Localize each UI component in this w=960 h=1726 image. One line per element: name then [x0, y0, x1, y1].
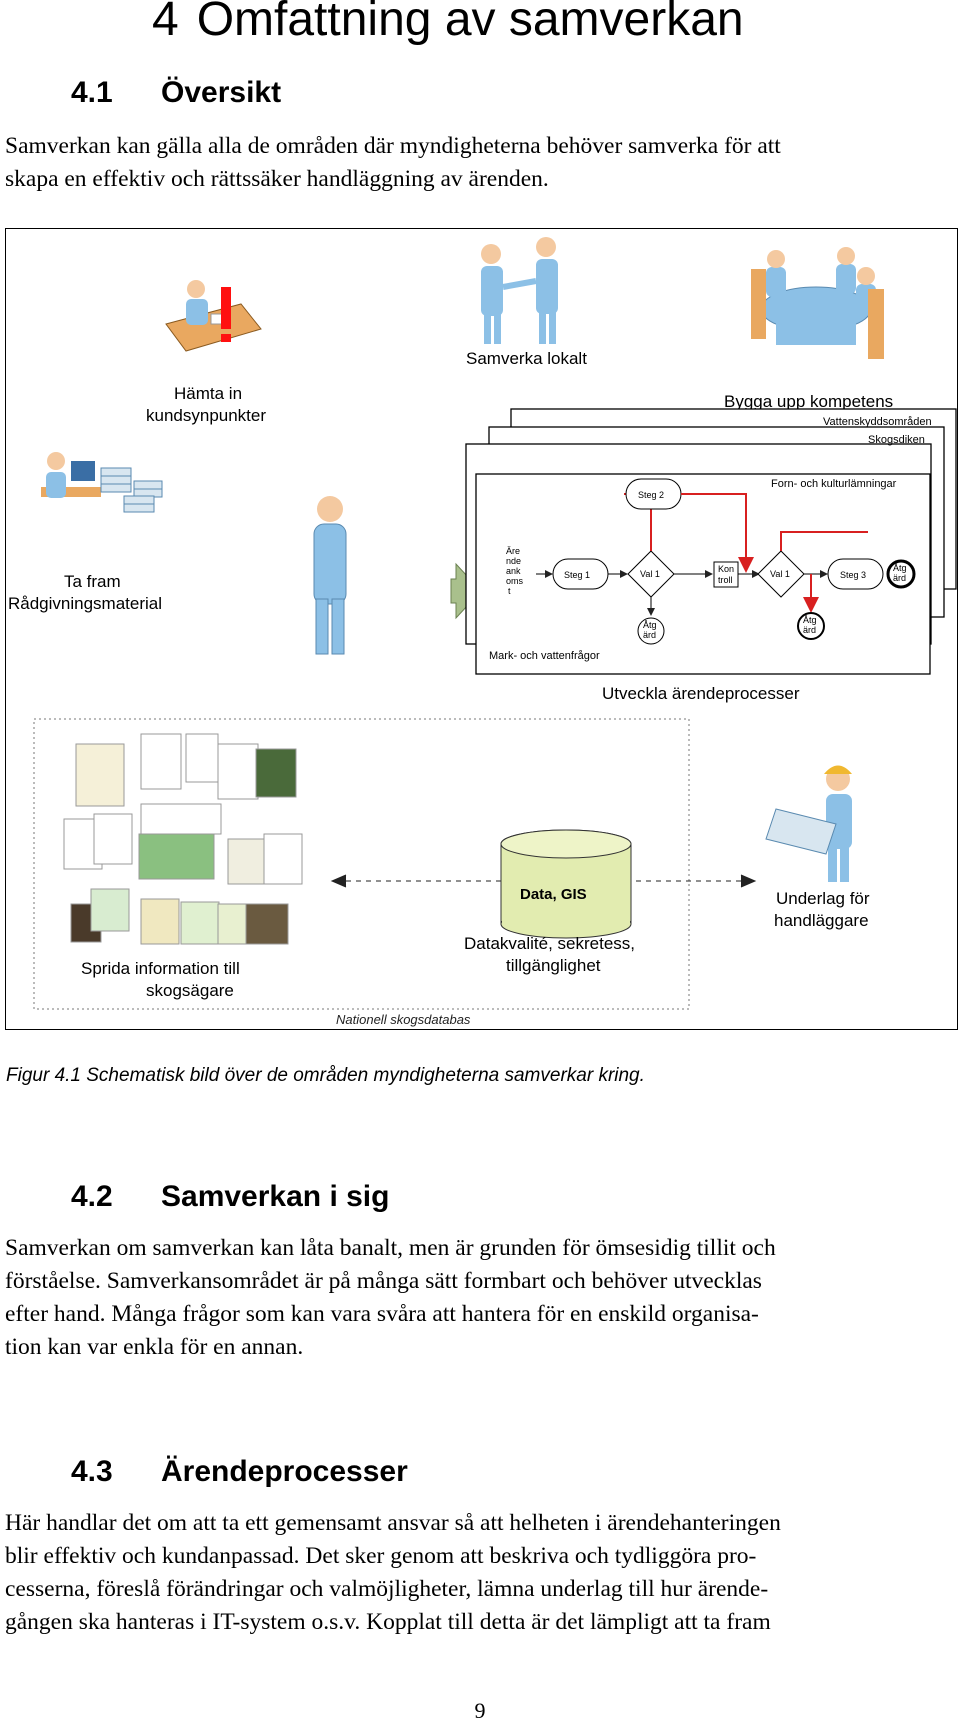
label-vattenskydd: Vattenskyddsområden	[823, 416, 932, 428]
paragraph-line: gången ska hanteras i IT-system o.s.v. K…	[5, 1609, 771, 1635]
label-hamta: kundsynpunkter	[146, 406, 266, 425]
label-atgard: ärd	[803, 625, 816, 635]
chapter-title: Omfattning av samverkan	[196, 0, 744, 46]
label-kontroll: troll	[718, 575, 733, 585]
paragraph-line: skapa en effektiv och rättssäker handläg…	[5, 166, 549, 192]
label-utveckla: Utveckla ärendeprocesser	[602, 684, 800, 703]
label-bygga: Bygga upp kompetens	[724, 392, 893, 411]
label-data-gis: Data, GIS	[520, 886, 587, 903]
label-ta-fram: Ta fram	[64, 572, 121, 591]
label-steg3: Steg 3	[840, 570, 866, 580]
label-atgard: Åtg	[803, 615, 817, 625]
label-kontroll: Kon	[718, 564, 734, 574]
desk-person-icon	[165, 280, 262, 352]
section-paragraph: Här handlar det om att ta ett gemensamt …	[5, 1507, 955, 1639]
end-node	[797, 612, 825, 640]
chapter-number: 4	[152, 0, 179, 46]
label-sprida: Sprida information till	[81, 959, 240, 978]
section-heading: 4.2 Samverkan i sig	[71, 1180, 389, 1214]
section-title: Samverkan i sig	[161, 1180, 390, 1213]
label-arende: ank	[506, 566, 521, 576]
label-steg1: Steg 1	[564, 570, 590, 580]
control-node	[713, 561, 739, 588]
label-hamta: Hämta in	[174, 384, 242, 403]
decision-node	[757, 550, 805, 598]
label-atgard: Åtg	[643, 620, 657, 630]
label-samverka: Samverka lokalt	[466, 349, 587, 368]
section-number: 4.1	[71, 76, 113, 109]
end-node	[886, 559, 916, 589]
exclamation-icon	[221, 287, 231, 329]
paragraph-line: cesserna, föreslå förändringar och valmö…	[5, 1576, 769, 1602]
section-number: 4.3	[71, 1455, 113, 1488]
paragraph-line: efter hand. Många frågor som kan vara sv…	[5, 1301, 759, 1327]
label-atgard: ärd	[893, 573, 906, 583]
label-mark-vatten: Mark- och vattenfrågor	[489, 650, 600, 662]
database-frame	[33, 718, 690, 1010]
section-heading: 4.3 Ärendeprocesser	[71, 1455, 408, 1489]
computer-person-icon	[41, 452, 163, 513]
paragraph-line: blir effektiv och kundanpassad. Det sker…	[5, 1543, 757, 1569]
section-title: Ärendeprocesser	[161, 1455, 408, 1488]
label-datakvalite: tillgänglighet	[506, 956, 601, 975]
paragraph-line: Här handlar det om att ta ett gemensamt …	[5, 1510, 781, 1536]
chapter-heading: 4 Omfattning av samverkan	[152, 0, 744, 47]
label-underlag: Underlag för	[776, 889, 870, 908]
database-icon	[500, 829, 632, 939]
standing-person-icon	[313, 496, 347, 655]
label-atgard: ärd	[643, 630, 656, 640]
paragraph-line: Samverkan kan gälla alla de områden där …	[5, 133, 781, 159]
label-arende: t	[508, 586, 511, 596]
figure-schematic: Hämta in kundsynpunkter Samverka lokalt …	[5, 228, 958, 1030]
flowchart: Äre nde ank oms t Steg 1 Val 1 Steg 2 Ko…	[506, 478, 916, 645]
section-number: 4.2	[71, 1180, 113, 1213]
label-fornlamningar: Forn- och kulturlämningar	[771, 478, 897, 490]
paragraph-line: förståelse. Samverkansområdet är på mång…	[5, 1268, 762, 1294]
label-arende: Äre	[506, 546, 520, 556]
engineer-icon	[765, 765, 852, 882]
label-ta-fram: Rådgivningsmaterial	[8, 594, 162, 613]
label-val1: Val 1	[640, 569, 660, 579]
paragraph-line: Samverkan om samverkan kan låta banalt, …	[5, 1235, 776, 1261]
label-atgard: Åtg	[893, 563, 907, 573]
page-number: 9	[474, 1698, 486, 1723]
label-val1: Val 1	[770, 569, 790, 579]
meeting-icon	[751, 247, 884, 359]
section-paragraph: Samverkan kan gälla alla de områden där …	[5, 130, 955, 196]
label-nationell: Nationell skogsdatabas	[336, 1012, 471, 1027]
handshake-icon	[481, 237, 558, 344]
section-paragraph: Samverkan om samverkan kan låta banalt, …	[5, 1232, 955, 1364]
label-sprida: skogsägare	[146, 981, 234, 1000]
paragraph-line: tion kan var enkla för en annan.	[5, 1334, 304, 1360]
label-skogsdiken: Skogsdiken	[868, 434, 925, 446]
label-steg2: Steg 2	[638, 490, 664, 500]
step-node	[827, 558, 884, 590]
section-heading: 4.1 Översikt	[71, 76, 281, 110]
figure-caption: Figur 4.1 Schematisk bild över de område…	[6, 1065, 645, 1086]
label-arende: oms	[506, 576, 524, 586]
label-underlag: handläggare	[774, 911, 869, 930]
label-arende: nde	[506, 556, 521, 566]
section-title: Översikt	[161, 76, 282, 109]
figure-illustration: Hämta in kundsynpunkter Samverka lokalt …	[8, 237, 957, 1027]
label-datakvalite: Datakvalité, sekretess,	[464, 934, 635, 953]
end-node	[637, 617, 665, 645]
documents-collage-icon	[63, 733, 303, 945]
